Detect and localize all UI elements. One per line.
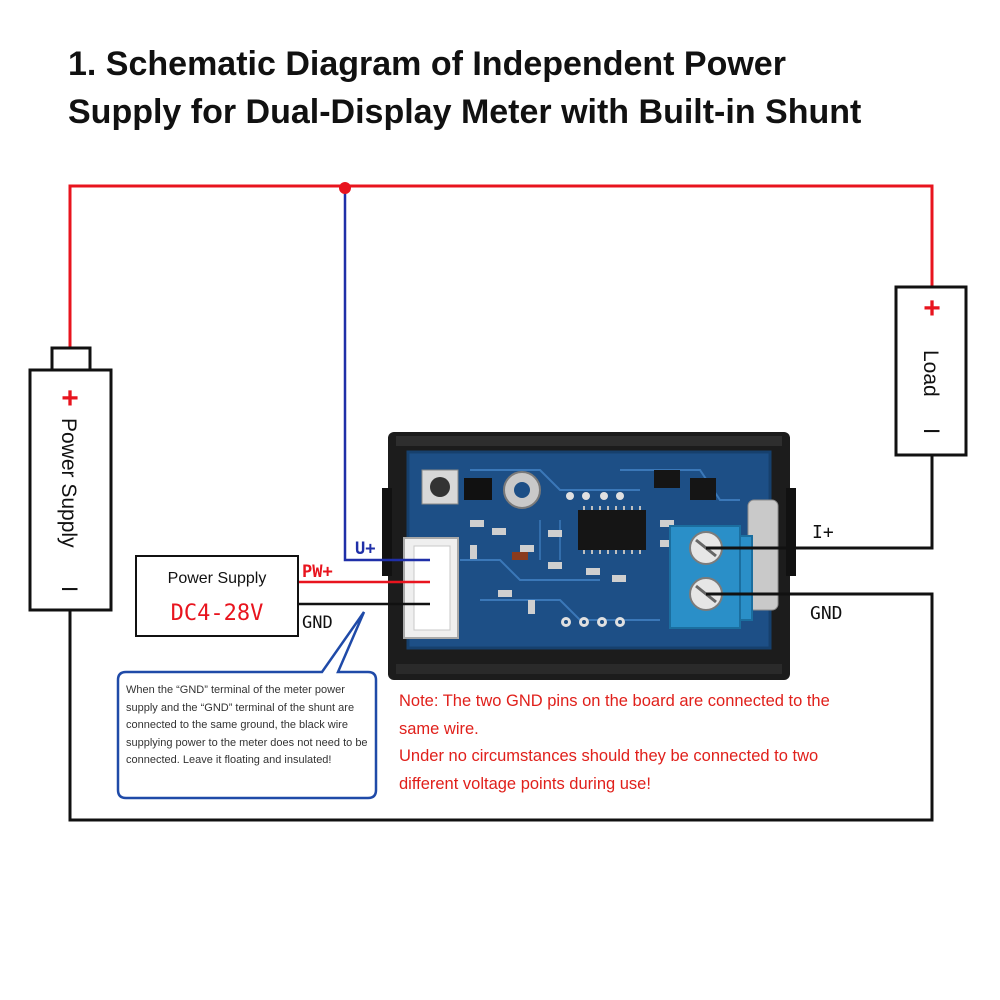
title-line-1: 1. Schematic Diagram of Independent Powe…: [68, 45, 786, 83]
label-gnd-left: GND: [302, 613, 333, 633]
pcb-capacitor-center: [514, 482, 530, 498]
black-wire-gnd-return: [68, 592, 934, 822]
housing-left-clip: [382, 488, 392, 576]
note-line-4: different voltage points during use!: [399, 774, 651, 793]
junction-dot: [339, 182, 351, 194]
callout-text: When the “GND” terminal of the meter pow…: [126, 684, 368, 766]
meter-supply-box: [135, 555, 299, 637]
pcb-trace: [539, 520, 561, 560]
pcb-smd-parts: [470, 520, 674, 614]
pcb-button-cap: [430, 477, 450, 497]
housing-bottom-edge: [396, 664, 782, 674]
note-line-3: Under no circumstances should they be co…: [399, 747, 819, 765]
battery-body: [28, 368, 113, 612]
pcb-ic-pins: [583, 506, 641, 554]
meter-power-supply: Power Supply DC4-28V: [135, 555, 299, 637]
title-line-2: Supply for Dual-Display Meter with Built…: [68, 93, 862, 131]
meter-supply-label: Power Supply: [168, 570, 267, 587]
pcb-pin-hole-centers: [564, 620, 622, 624]
diagram-title: 1. Schematic Diagram of Independent Powe…: [68, 40, 968, 136]
pcb-small-ic: [654, 470, 680, 488]
pcb-trace: [460, 559, 600, 581]
load-box: + Load I: [894, 285, 968, 457]
blue-wire-u-plus: [343, 188, 430, 562]
main-power-supply: + Power Supply I: [28, 346, 113, 612]
pcb-diode: [512, 552, 528, 560]
battery-label: Power Supply: [57, 418, 80, 548]
red-wire-main: [68, 184, 934, 348]
screw-terminal-side: [739, 535, 753, 621]
pcb-regulator: [464, 478, 492, 500]
pcb-connector-inner: [413, 545, 451, 631]
note-line-1: Note: The two GND pins on the board are …: [399, 692, 830, 710]
label-gnd-right: GND: [810, 603, 843, 624]
load-minus-sign: I: [919, 428, 944, 434]
load-plus-sign: +: [923, 292, 941, 325]
pcb-small-ic: [690, 478, 716, 500]
meter-supply-voltage: DC4-28V: [171, 601, 264, 626]
black-wire-i-plus: [706, 456, 934, 550]
label-pw-plus: PW+: [302, 562, 333, 582]
pcb-ic: [578, 510, 646, 550]
pcb-trace: [470, 469, 640, 491]
battery-plus-sign: +: [61, 382, 79, 415]
battery-terminal: [50, 346, 92, 372]
label-u-plus: U+: [355, 539, 375, 559]
housing-right-clip: [786, 488, 796, 576]
wires: [68, 184, 934, 822]
note-line-2: same wire.: [399, 719, 479, 738]
load-label: Load: [919, 350, 942, 397]
battery-minus-sign: I: [57, 586, 82, 592]
meter-module: [382, 432, 796, 680]
label-i-plus: I+: [812, 522, 834, 543]
gnd-warning-note: Note: The two GND pins on the board are …: [399, 688, 919, 798]
load-body: [894, 285, 968, 457]
housing-top-edge: [396, 436, 782, 446]
callout-bubble: [116, 611, 378, 800]
